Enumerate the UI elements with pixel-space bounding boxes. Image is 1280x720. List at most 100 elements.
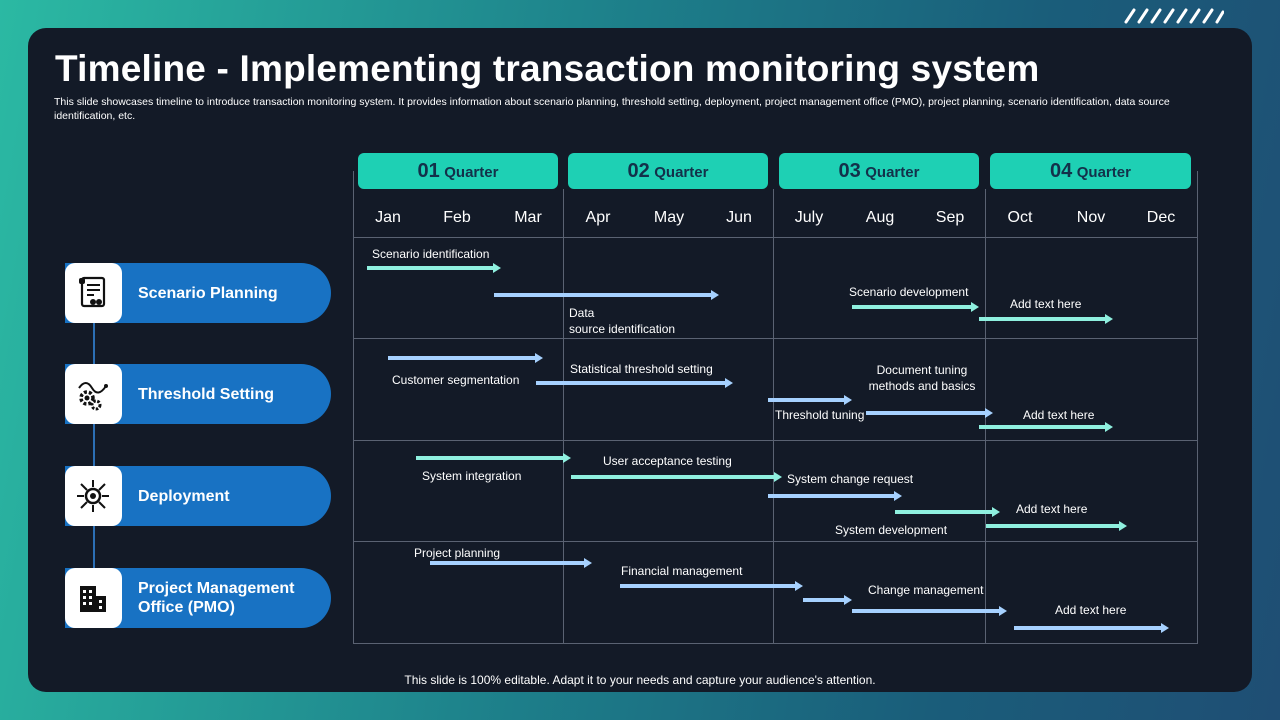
task-label: Customer segmentation [392, 373, 520, 387]
category-label: Threshold Setting [138, 385, 274, 403]
timeline-arrow [803, 595, 853, 605]
category-label: Scenario Planning [138, 284, 278, 302]
quarter-word: Quarter [654, 164, 709, 181]
month-label: Jun [726, 209, 752, 226]
grid-line-h [353, 541, 1198, 542]
arrow-head [984, 408, 993, 418]
category-connector [93, 423, 95, 466]
quarter-number: 04 [1050, 160, 1073, 182]
arrow-head [844, 395, 853, 405]
task-label: User acceptance testing [603, 454, 732, 468]
timeline-arrow [866, 408, 993, 418]
quarter-header-1: 01 Quarter [358, 153, 558, 189]
arrow-shaft [620, 584, 797, 588]
timeline-arrow [493, 290, 719, 300]
arrow-head [1118, 521, 1127, 531]
quarter-header-3: 03 Quarter [779, 153, 979, 189]
arrow-shaft [986, 524, 1120, 528]
task-label: System change request [787, 472, 914, 486]
grid-line-h [353, 237, 1198, 238]
timeline-arrow [416, 453, 571, 463]
grid-line-v [1197, 171, 1198, 643]
timeline-arrow [979, 314, 1113, 324]
timeline-arrow [768, 395, 853, 405]
month-label: Dec [1146, 209, 1176, 226]
arrow-head [893, 491, 902, 501]
month-label: Aug [865, 209, 895, 226]
task-label: Add text here [1010, 297, 1082, 311]
task-label: Project planning [414, 546, 501, 560]
grid-line-h [353, 338, 1198, 339]
category-label: Project Management Office (PMO) [138, 580, 295, 616]
arrow-shaft [894, 510, 994, 514]
task-label: Data source identification [569, 306, 676, 336]
category-connector [93, 322, 95, 364]
arrow-shaft [803, 598, 846, 602]
timeline-arrow [620, 581, 804, 591]
task-label: Change management [868, 583, 984, 597]
task-label: Scenario development [849, 285, 969, 299]
arrow-shaft [571, 475, 775, 479]
timeline-arrow [852, 606, 1008, 616]
timeline-arrow [571, 472, 782, 482]
document-icon [65, 263, 122, 323]
quarter-word: Quarter [865, 164, 920, 181]
category-scenario-planning: Scenario Planning [65, 263, 331, 323]
arrow-shaft [852, 609, 1001, 613]
task-label: System development [835, 523, 948, 537]
quarter-header-4: 04 Quarter [990, 153, 1191, 189]
task-label: Statistical threshold setting [570, 362, 713, 376]
month-label: Nov [1076, 209, 1106, 226]
arrow-shaft [979, 425, 1106, 429]
task-label: Add text here [1023, 408, 1095, 422]
arrow-shaft [535, 381, 726, 385]
grid-line-h [353, 643, 1198, 644]
arrow-head [844, 595, 853, 605]
month-label: May [653, 209, 685, 226]
task-label: Financial management [621, 564, 743, 578]
arrow-head [970, 302, 979, 312]
month-label: Oct [1007, 209, 1033, 226]
category-pmo: Project Management Office (PMO) [65, 568, 331, 628]
timeline-arrow [1014, 623, 1169, 633]
category-label: Deployment [138, 487, 230, 505]
timeline-arrow [986, 521, 1127, 531]
arrow-shaft [1014, 626, 1162, 630]
arrow-head [795, 581, 804, 591]
gears-icon [65, 364, 122, 424]
quarter-word: Quarter [444, 164, 499, 181]
arrow-head [992, 507, 1001, 517]
task-label: System integration [422, 469, 522, 483]
arrow-shaft [979, 317, 1106, 321]
slide-subtitle: This slide showcases timeline to introdu… [54, 96, 1170, 122]
timeline-arrow [852, 302, 979, 312]
arrow-head [534, 353, 543, 363]
quarter-number: 02 [627, 160, 650, 182]
month-label: July [794, 209, 824, 226]
month-label: Mar [514, 209, 542, 226]
category-threshold-setting: Threshold Setting [65, 364, 331, 424]
month-label: Apr [585, 209, 611, 226]
quarter-word: Quarter [1076, 164, 1131, 181]
stripes-decoration [1124, 8, 1224, 24]
arrow-shaft [388, 356, 536, 360]
quarter-number: 01 [417, 160, 440, 182]
grid-line-v [353, 171, 354, 643]
grid-line-h [353, 440, 1198, 441]
arrow-shaft [768, 398, 846, 402]
arrow-shaft [866, 411, 986, 415]
task-label: Document tuning methods and basics [868, 363, 976, 393]
arrow-head [710, 290, 719, 300]
timeline-arrow [768, 491, 902, 501]
quarter-header-2: 02 Quarter [568, 153, 768, 189]
arrow-shaft [493, 293, 712, 297]
arrow-head [1160, 623, 1169, 633]
arrow-head [724, 378, 733, 388]
network-icon [65, 466, 122, 526]
arrow-head [999, 606, 1008, 616]
task-label: Add text here [1055, 603, 1127, 617]
timeline-arrow [367, 263, 501, 273]
arrow-head [562, 453, 571, 463]
month-label: Jan [375, 209, 401, 226]
timeline-arrow [979, 422, 1113, 432]
